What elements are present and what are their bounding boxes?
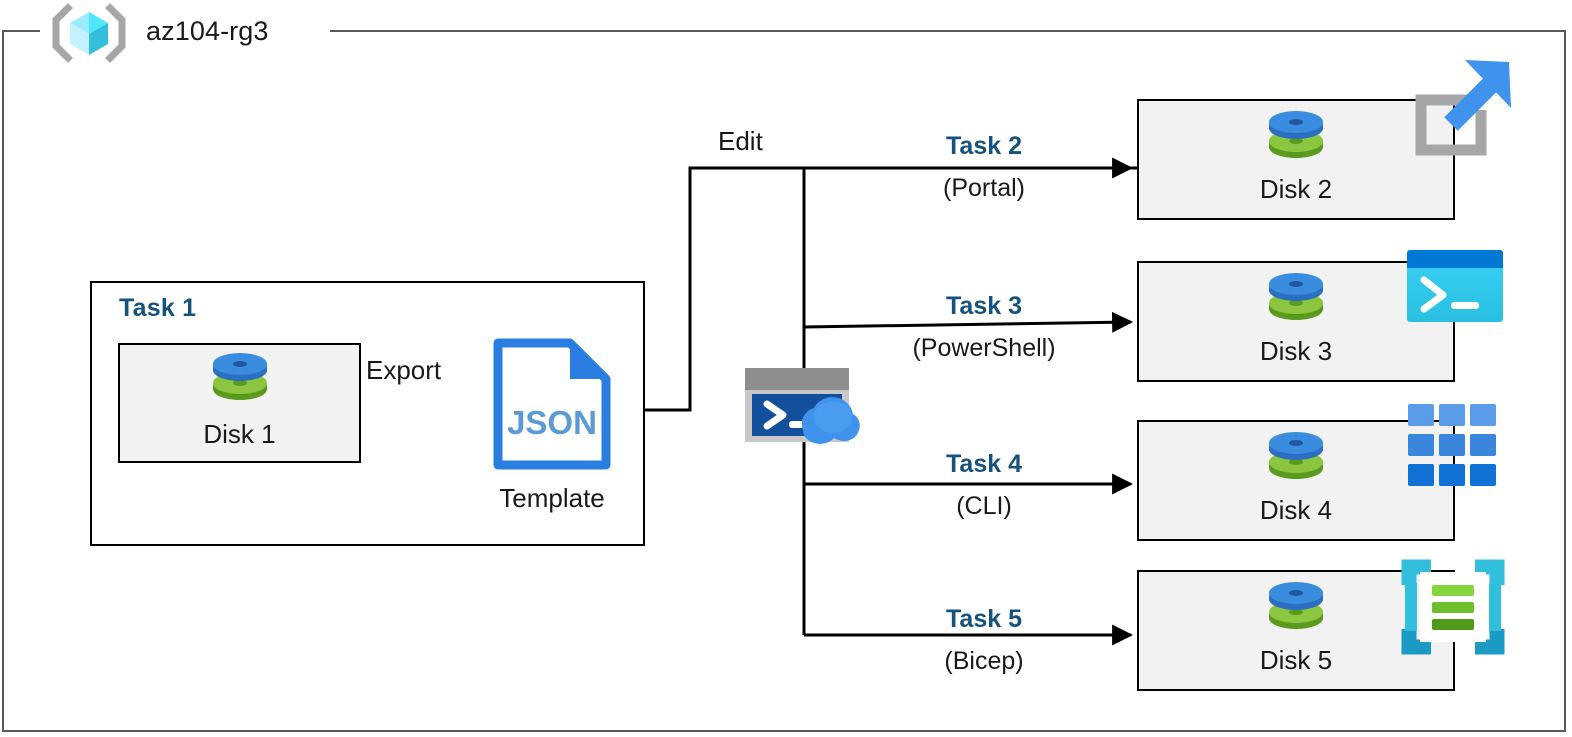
resource-group-frame (2, 30, 1566, 732)
managed-disk-icon (1265, 582, 1327, 640)
disk4-card[interactable]: Disk 4 (1137, 420, 1455, 541)
json-file-icon[interactable]: JSON (492, 337, 612, 471)
disk1-label: Disk 1 (203, 419, 276, 449)
disk3-label: Disk 3 (1259, 336, 1333, 366)
template-caption: Template (499, 483, 605, 513)
task5-label: Task 5 (946, 605, 1022, 633)
azure-cli-icon[interactable] (1408, 404, 1496, 486)
managed-disk-icon (1265, 432, 1327, 490)
edit-label: Edit (718, 126, 763, 156)
task5-tool-label: (Bicep) (944, 647, 1024, 675)
azure-portal-icon[interactable] (1409, 58, 1519, 163)
disk5-label: Disk 5 (1259, 645, 1333, 675)
svg-text:JSON: JSON (507, 404, 597, 441)
task1-title: Task 1 (119, 294, 197, 322)
export-label: Export (366, 355, 442, 385)
task3-tool-label: (PowerShell) (912, 334, 1056, 362)
managed-disk-icon (209, 353, 271, 411)
disk4-label: Disk 4 (1259, 495, 1333, 525)
task3-label: Task 3 (946, 292, 1022, 320)
task4-label: Task 4 (946, 450, 1022, 478)
task2-tool-label: (Portal) (943, 174, 1025, 202)
task2-label: Task 2 (946, 132, 1022, 160)
resource-group-title: az104-rg3 (146, 16, 269, 46)
disk2-card[interactable]: Disk 2 (1137, 99, 1455, 220)
disk3-card[interactable]: Disk 3 (1137, 261, 1455, 382)
cloud-shell-icon[interactable] (745, 368, 865, 446)
powershell-icon[interactable] (1407, 250, 1503, 322)
disk2-label: Disk 2 (1259, 174, 1333, 204)
resource-group-cube-icon (50, 2, 128, 64)
managed-disk-icon (1265, 111, 1327, 169)
bicep-icon[interactable] (1401, 559, 1505, 655)
task4-tool-label: (CLI) (956, 492, 1012, 520)
disk1-card[interactable]: Disk 1 (118, 343, 361, 463)
managed-disk-icon (1265, 273, 1327, 331)
